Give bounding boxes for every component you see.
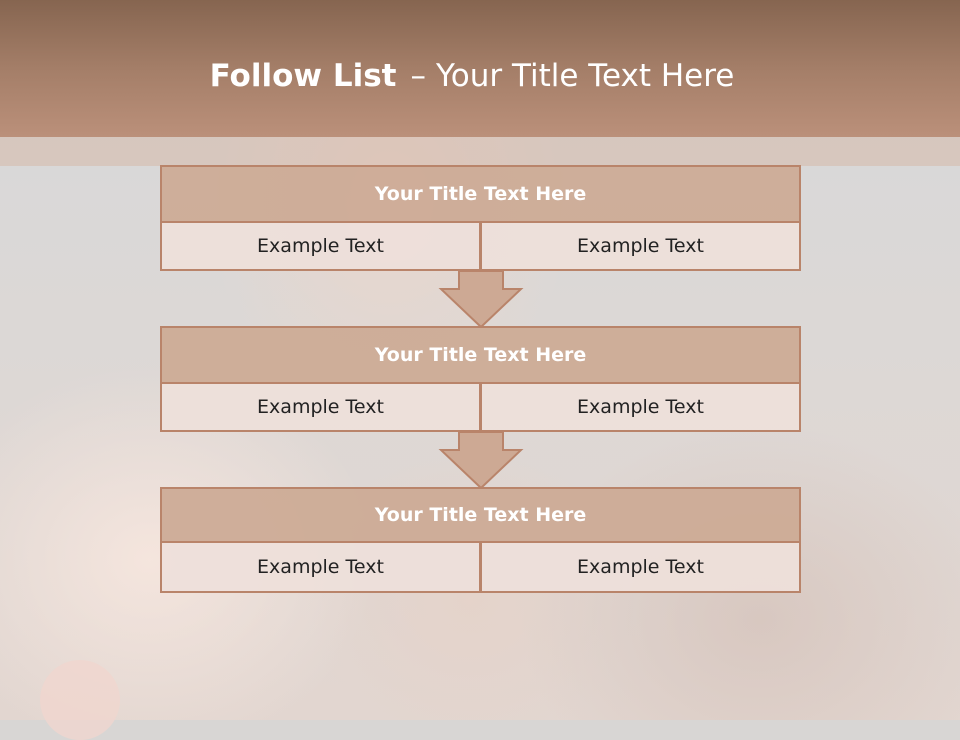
step-text-left: Example Text bbox=[160, 221, 481, 271]
step-text-right: Example Text bbox=[480, 541, 801, 593]
slide-title-separator: – bbox=[410, 58, 426, 94]
header-bar bbox=[0, 0, 960, 137]
step-title: Your Title Text Here bbox=[160, 326, 801, 384]
step-text-left: Example Text bbox=[160, 541, 481, 593]
header-band bbox=[0, 137, 960, 166]
step-title: Your Title Text Here bbox=[160, 487, 801, 543]
step-text-right: Example Text bbox=[480, 221, 801, 271]
down-arrow-icon bbox=[438, 270, 524, 329]
down-arrow-icon bbox=[438, 431, 524, 490]
slide-title-bold: Follow List bbox=[209, 58, 397, 94]
step-text-right: Example Text bbox=[480, 382, 801, 432]
slide-title-rest: Your Title Text Here bbox=[435, 58, 735, 94]
slide-title: Follow List–Your Title Text Here bbox=[0, 52, 944, 100]
background-hand bbox=[40, 660, 120, 740]
step-title: Your Title Text Here bbox=[160, 165, 801, 223]
step-text-left: Example Text bbox=[160, 382, 481, 432]
